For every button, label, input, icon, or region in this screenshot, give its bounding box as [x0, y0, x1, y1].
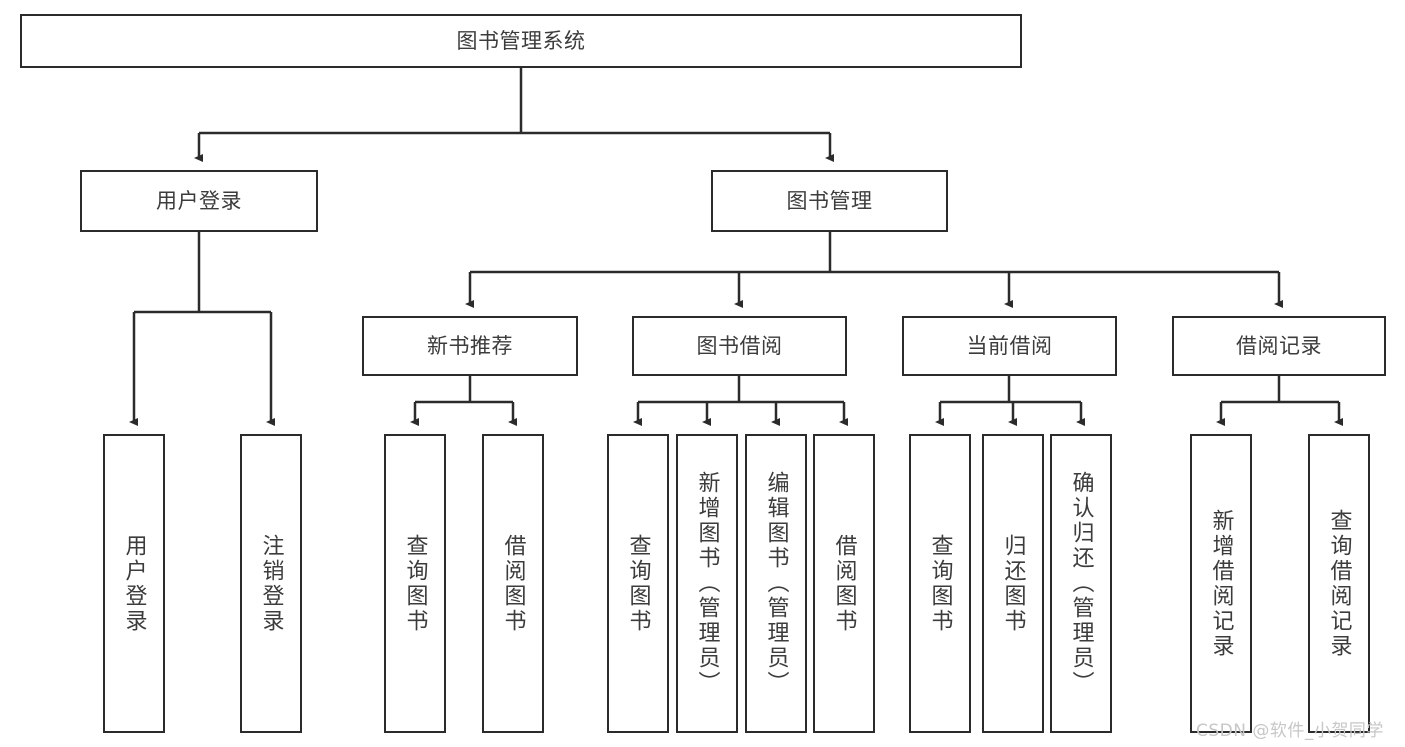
node-leaf-confirm-return[interactable]: 确认归还（管理员） [1050, 434, 1112, 733]
node-book-manage[interactable]: 图书管理 [711, 170, 948, 232]
node-leaf-confirm-return-label: 确认归还（管理员） [1068, 471, 1094, 696]
node-book-borrow-label: 图书借阅 [696, 333, 783, 358]
node-current-borrow[interactable]: 当前借阅 [902, 316, 1117, 376]
node-leaf-add-record-label: 新增借阅记录 [1208, 508, 1234, 659]
node-leaf-query-book-2[interactable]: 查询图书 [607, 434, 669, 733]
node-borrow-record[interactable]: 借阅记录 [1172, 316, 1386, 376]
node-leaf-query-record[interactable]: 查询借阅记录 [1308, 434, 1370, 733]
node-leaf-edit-book-label: 编辑图书（管理员） [763, 471, 789, 696]
node-leaf-query-book-3[interactable]: 查询图书 [909, 434, 971, 733]
node-leaf-return-book[interactable]: 归还图书 [982, 434, 1044, 733]
node-book-borrow[interactable]: 图书借阅 [632, 316, 847, 376]
node-leaf-edit-book[interactable]: 编辑图书（管理员） [745, 434, 807, 733]
node-leaf-query-book-3-label: 查询图书 [927, 533, 953, 634]
csdn-watermark: CSDN @软件_小贺同学 [1196, 721, 1384, 741]
node-leaf-logout-label: 注销登录 [258, 533, 284, 634]
node-user-login[interactable]: 用户登录 [80, 170, 318, 232]
node-leaf-add-book[interactable]: 新增图书（管理员） [676, 434, 738, 733]
node-leaf-borrow-book-1-label: 借阅图书 [500, 533, 526, 634]
node-leaf-add-record[interactable]: 新增借阅记录 [1190, 434, 1252, 733]
node-borrow-record-label: 借阅记录 [1236, 333, 1322, 358]
node-new-book-recommend-label: 新书推荐 [427, 333, 513, 358]
node-leaf-add-book-label: 新增图书（管理员） [694, 471, 720, 696]
node-new-book-recommend[interactable]: 新书推荐 [362, 316, 578, 376]
node-user-login-label: 用户登录 [156, 188, 242, 213]
node-leaf-borrow-book-2-label: 借阅图书 [831, 533, 857, 634]
node-current-borrow-label: 当前借阅 [966, 333, 1053, 358]
node-leaf-user-login[interactable]: 用户登录 [103, 434, 165, 733]
node-leaf-query-book-1[interactable]: 查询图书 [384, 434, 446, 733]
node-root-label: 图书管理系统 [456, 28, 586, 53]
node-leaf-query-book-2-label: 查询图书 [625, 533, 651, 634]
node-leaf-logout[interactable]: 注销登录 [240, 434, 302, 733]
node-leaf-query-book-1-label: 查询图书 [402, 533, 428, 634]
node-leaf-borrow-book-1[interactable]: 借阅图书 [482, 434, 544, 733]
node-leaf-user-login-label: 用户登录 [121, 533, 147, 634]
node-leaf-borrow-book-2[interactable]: 借阅图书 [813, 434, 875, 733]
node-leaf-return-book-label: 归还图书 [1000, 533, 1026, 634]
node-book-manage-label: 图书管理 [786, 188, 873, 213]
node-leaf-query-record-label: 查询借阅记录 [1326, 508, 1352, 659]
node-root[interactable]: 图书管理系统 [20, 14, 1022, 68]
